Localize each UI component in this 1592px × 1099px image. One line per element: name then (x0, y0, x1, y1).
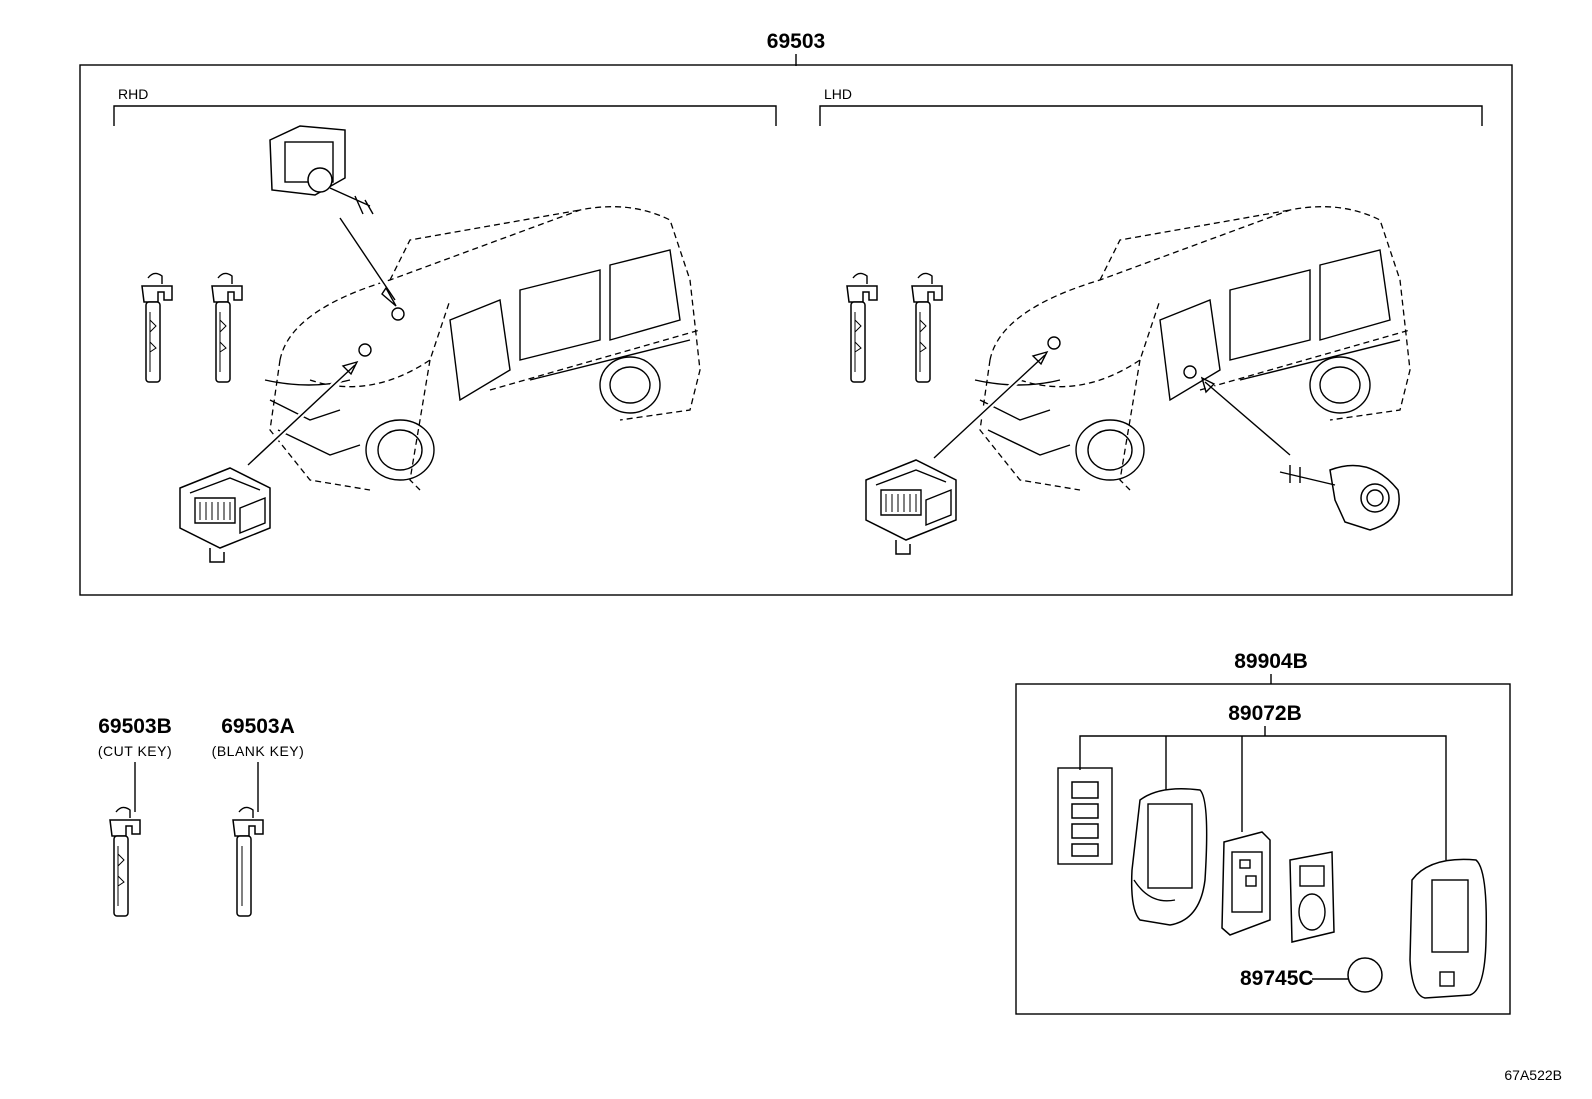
back-cover (1289, 851, 1335, 943)
blank-key-description: (BLANK KEY) (212, 743, 305, 759)
lhd-lock-cylinder (865, 350, 1049, 555)
lhd-label: LHD (824, 86, 852, 102)
cut-key-description: (CUT KEY) (98, 743, 172, 759)
case-frame (1130, 788, 1208, 926)
diagram-code: 67A522B (1504, 1067, 1562, 1083)
blank-key-icon (232, 806, 264, 917)
transmitter-frame (1015, 683, 1511, 1015)
remote-transmitter-icon (1409, 858, 1488, 999)
rhd-bracket (113, 105, 777, 126)
blank-key-part-number: 69503A (221, 715, 295, 738)
housing-leader-lines (1079, 726, 1447, 860)
kit-part-number: 69503 (767, 30, 825, 53)
circuit-board (1221, 831, 1271, 936)
cut-key-callout: 69503B (CUT KEY) (98, 715, 172, 917)
lhd-keys (846, 272, 943, 383)
button-pad (1057, 767, 1113, 865)
rhd-van (264, 205, 701, 491)
kit-frame (79, 64, 1513, 596)
battery-part-number: 89745C (1240, 967, 1314, 990)
lhd-bracket (819, 105, 1483, 126)
rhd-label: RHD (118, 86, 148, 102)
lhd-door-lock (1200, 376, 1400, 531)
blank-key-callout: 69503A (BLANK KEY) (212, 715, 305, 917)
cut-key-icon (109, 806, 141, 917)
cut-key-part-number: 69503B (98, 715, 172, 738)
rhd-lock-cylinder (179, 360, 359, 563)
transmitter-assy-part-number: 89904B (1234, 650, 1308, 673)
transmitter-housing-part-number: 89072B (1228, 702, 1302, 725)
rhd-keys (141, 272, 243, 383)
lhd-van (974, 205, 1411, 491)
rhd-ignition-switch (269, 125, 398, 307)
coin-battery-icon (1347, 957, 1383, 993)
